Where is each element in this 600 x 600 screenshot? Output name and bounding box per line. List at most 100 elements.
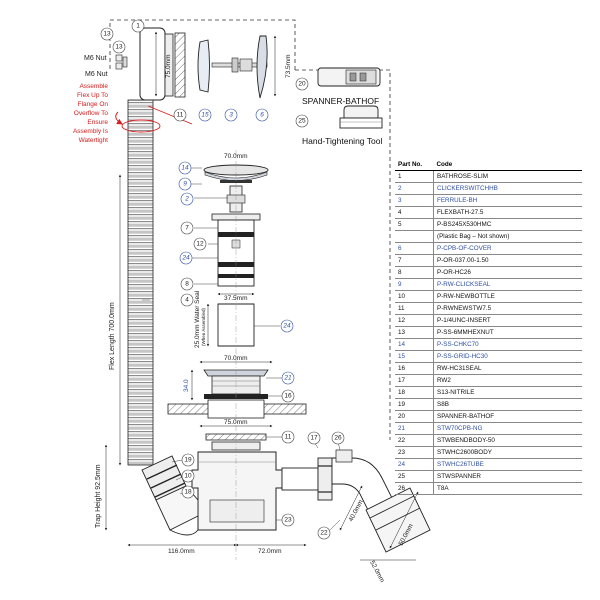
part-number-cell: 12 bbox=[395, 314, 434, 327]
dim-70-mid: 70.0mm bbox=[224, 355, 247, 362]
callout-13b: 13 bbox=[112, 40, 126, 54]
hand-tool-label: Hand-Tightening Tool bbox=[302, 136, 382, 146]
dim-70-top: 70.0mm bbox=[224, 153, 247, 160]
part-number-cell: 10 bbox=[395, 290, 434, 303]
trap-height-label: Trap Height 92.5mm bbox=[95, 464, 102, 528]
part-code-cell: (Plastic Bag – Not shown) bbox=[433, 230, 582, 243]
assemble-note-line-6: Assembly Is bbox=[73, 128, 109, 135]
part-code-cell: P-RW-CLICKSEAL bbox=[433, 278, 582, 291]
part-number-cell: 1 bbox=[395, 170, 434, 183]
svg-text:17: 17 bbox=[310, 435, 318, 442]
svg-text:14: 14 bbox=[181, 165, 189, 172]
flex-length-label: Flex Length 700.0mm bbox=[109, 302, 116, 370]
callout-17: 17 bbox=[307, 431, 321, 445]
part-code-cell: P-SS-GRID-HC30 bbox=[433, 350, 582, 363]
dim-72: 72.0mm bbox=[258, 548, 281, 555]
part-code-cell: S8B bbox=[433, 398, 582, 411]
svg-text:22: 22 bbox=[320, 530, 328, 537]
svg-text:19: 19 bbox=[184, 457, 192, 464]
dim-75-top: 75.0mm bbox=[165, 55, 172, 78]
svg-text:18: 18 bbox=[184, 489, 192, 496]
header-part-no: Part No. bbox=[395, 158, 434, 171]
svg-text:1: 1 bbox=[136, 23, 140, 30]
callout-19: 19 bbox=[181, 453, 195, 467]
dim-75-mid: 75.0mm bbox=[224, 419, 247, 426]
assemble-note: Assemble Flex Up To Flange On Overflow T… bbox=[73, 83, 109, 144]
callout-11-mid: 11 bbox=[281, 430, 295, 444]
part-number-cell: 18 bbox=[395, 386, 434, 399]
dim-52: 52.0mm bbox=[368, 560, 385, 584]
cover-part-6 bbox=[256, 35, 268, 99]
callout-1: 1 bbox=[131, 19, 145, 33]
callout-10: 10 bbox=[181, 469, 195, 483]
svg-text:21: 21 bbox=[283, 375, 292, 382]
callout-12: 12 bbox=[193, 237, 207, 251]
svg-text:16: 16 bbox=[284, 393, 292, 400]
svg-text:15: 15 bbox=[201, 112, 209, 119]
svg-text:6: 6 bbox=[260, 112, 264, 119]
part-number-cell: 9 bbox=[395, 278, 434, 291]
part-number-cell: 11 bbox=[395, 302, 434, 315]
trap-inlet-left bbox=[141, 455, 199, 536]
svg-text:4: 4 bbox=[185, 297, 189, 304]
assemble-note-line-7: Watertight bbox=[79, 137, 109, 144]
part-number-cell: 15 bbox=[395, 350, 434, 363]
assemble-note-line-1: Assemble bbox=[79, 83, 108, 90]
callout-16: 16 bbox=[281, 389, 295, 403]
part-code-cell: P-RW-NEWBOTTLE bbox=[433, 290, 582, 303]
part-code-cell: RW-HC31SEAL bbox=[433, 362, 582, 375]
svg-text:9: 9 bbox=[183, 181, 187, 188]
part-code-cell: STWSPANNER bbox=[433, 470, 582, 483]
svg-text:24: 24 bbox=[181, 255, 190, 262]
nut-part-17 bbox=[317, 457, 333, 501]
part-number-cell: 22 bbox=[395, 434, 434, 447]
callout-9: 9 bbox=[178, 177, 192, 191]
part-code-cell: P-BS245X530HMC bbox=[433, 218, 582, 231]
callout-20: 20 bbox=[295, 77, 309, 91]
part-code-cell: STWBENDBODY-50 bbox=[433, 434, 582, 447]
overflow-group bbox=[115, 27, 277, 101]
callout-4: 4 bbox=[180, 293, 194, 307]
callout-7: 7 bbox=[180, 221, 194, 235]
svg-text:3: 3 bbox=[229, 112, 233, 119]
dim-40: 40.0mm bbox=[348, 499, 365, 523]
seal-ring-part-9 bbox=[220, 180, 252, 183]
callout-23: 23 bbox=[281, 513, 295, 527]
assemble-note-line-2: Flex Up To bbox=[77, 92, 108, 99]
spanner-bathof-drawing bbox=[317, 67, 381, 87]
part-number-cell bbox=[395, 230, 434, 243]
part-number-cell: 16 bbox=[395, 362, 434, 375]
part-number-cell: 21 bbox=[395, 422, 434, 435]
svg-text:26: 26 bbox=[334, 435, 342, 442]
dim-73-5: 73.5mm bbox=[285, 55, 292, 78]
svg-text:12: 12 bbox=[196, 241, 204, 248]
svg-text:11: 11 bbox=[177, 112, 184, 119]
svg-text:25: 25 bbox=[298, 118, 306, 125]
part-code-cell: FERRULE-BH bbox=[433, 194, 582, 207]
part-number-cell: 19 bbox=[395, 398, 434, 411]
part-code-cell: P-OR-HC26 bbox=[433, 266, 582, 279]
callout-15: 15 bbox=[198, 108, 212, 122]
part-number-cell: 17 bbox=[395, 374, 434, 387]
part-code-cell: T8A bbox=[433, 482, 582, 495]
table-row: (Plastic Bag – Not shown) bbox=[395, 230, 582, 243]
part-code-cell: P-CPB-OF-COVER bbox=[433, 242, 582, 255]
callout-21: 21 bbox=[281, 371, 295, 385]
exploded-view-frame bbox=[109, 19, 296, 70]
part-number-cell: 13 bbox=[395, 326, 434, 339]
part-code-cell: SPANNER-BATHOF bbox=[433, 410, 582, 423]
svg-text:10: 10 bbox=[184, 473, 192, 480]
